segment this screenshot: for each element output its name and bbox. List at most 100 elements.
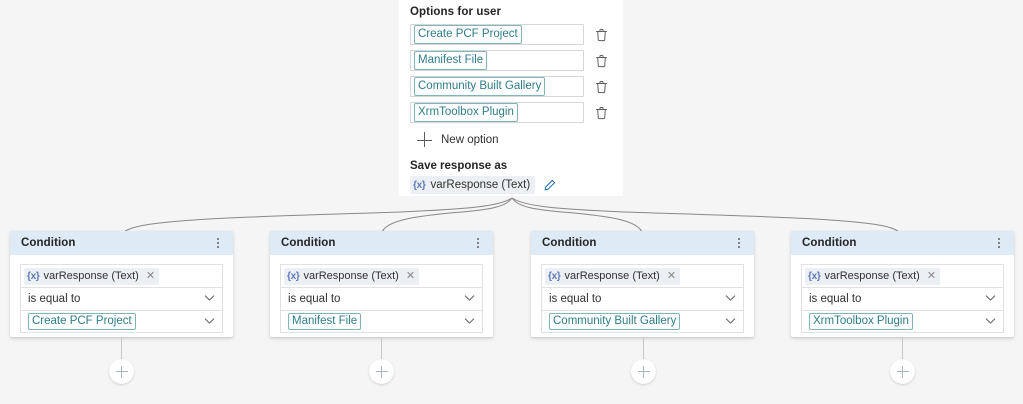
option-token: Community Built Gallery (414, 77, 546, 96)
condition-operand-field[interactable]: {x} varResponse (Text) ✕ (801, 264, 1004, 287)
trash-icon[interactable] (591, 50, 612, 71)
option-input[interactable]: Create PCF Project (410, 24, 584, 45)
operand-label: varResponse (Text) (303, 270, 399, 282)
add-step-button[interactable] (631, 359, 656, 384)
value-token: Create PCF Project (28, 313, 136, 330)
close-icon[interactable]: ✕ (145, 269, 156, 282)
more-vertical-icon[interactable] (992, 234, 1006, 252)
condition-value-select[interactable]: Create PCF Project (20, 310, 223, 333)
chevron-down-icon (204, 291, 215, 305)
chevron-down-icon (204, 313, 215, 327)
more-vertical-icon[interactable] (732, 234, 746, 252)
condition-title: Condition (542, 237, 597, 249)
operator-label: is equal to (288, 293, 341, 305)
variable-x-icon: {x} (27, 270, 40, 282)
condition-body: {x} varResponse (Text) ✕ is equal to Com… (531, 255, 754, 333)
condition-value-select[interactable]: Community Built Gallery (541, 310, 744, 333)
plus-icon (631, 359, 656, 384)
variable-x-icon: {x} (808, 270, 821, 282)
operand-label: varResponse (Text) (43, 270, 139, 282)
more-vertical-icon[interactable] (471, 234, 485, 252)
add-step-button[interactable] (109, 359, 134, 384)
condition-header: Condition (531, 231, 754, 255)
add-step-button[interactable] (369, 359, 394, 384)
condition-card[interactable]: Condition {x} varResponse (Text) ✕ is eq… (791, 231, 1014, 337)
trash-icon[interactable] (591, 24, 612, 45)
condition-title: Condition (802, 237, 857, 249)
condition-body: {x} varResponse (Text) ✕ is equal to Cre… (10, 255, 233, 333)
condition-value-select[interactable]: XrmToolbox Plugin (801, 310, 1004, 333)
operand-label: varResponse (Text) (564, 270, 660, 282)
option-token: Create PCF Project (414, 25, 522, 44)
chevron-down-icon (725, 313, 736, 327)
operator-label: is equal to (549, 293, 602, 305)
trash-icon[interactable] (591, 76, 612, 97)
panel-title: Options for user (410, 6, 502, 18)
condition-operand-field[interactable]: {x} varResponse (Text) ✕ (280, 264, 483, 287)
save-response-row: {x} varResponse (Text) (410, 176, 612, 194)
connector-stem (902, 337, 903, 359)
chevron-down-icon (985, 313, 996, 327)
variable-name: varResponse (Text) (430, 179, 531, 191)
option-token: Manifest File (414, 51, 488, 70)
plus-icon (890, 359, 915, 384)
condition-body: {x} varResponse (Text) ✕ is equal to Man… (270, 255, 493, 333)
plus-icon (109, 359, 134, 384)
condition-body: {x} varResponse (Text) ✕ is equal to Xrm… (791, 255, 1014, 333)
condition-header: Condition (10, 231, 233, 255)
value-token: Manifest File (288, 313, 362, 330)
chevron-down-icon (464, 291, 475, 305)
condition-header: Condition (270, 231, 493, 255)
plus-icon (369, 359, 394, 384)
connector-stem (381, 337, 382, 359)
condition-card[interactable]: Condition {x} varResponse (Text) ✕ is eq… (531, 231, 754, 337)
operand-chip: {x} varResponse (Text) ✕ (805, 267, 941, 285)
variable-x-icon: {x} (287, 270, 300, 282)
more-vertical-icon[interactable] (211, 234, 225, 252)
condition-operand-field[interactable]: {x} varResponse (Text) ✕ (20, 264, 223, 287)
condition-operator-select[interactable]: is equal to (20, 287, 223, 310)
condition-value-select[interactable]: Manifest File (280, 310, 483, 333)
close-icon[interactable]: ✕ (405, 269, 416, 282)
option-token: XrmToolbox Plugin (414, 103, 518, 122)
condition-operator-select[interactable]: is equal to (280, 287, 483, 310)
chevron-down-icon (725, 291, 736, 305)
connector-stem (643, 337, 644, 359)
variable-chip[interactable]: {x} varResponse (Text) (410, 176, 536, 194)
value-token: XrmToolbox Plugin (809, 313, 913, 330)
condition-card[interactable]: Condition {x} varResponse (Text) ✕ is eq… (270, 231, 493, 337)
connector-stem (121, 337, 122, 359)
option-row: Manifest File (410, 50, 612, 71)
new-option-label: New option (441, 134, 499, 146)
operand-chip: {x} varResponse (Text) ✕ (24, 267, 160, 285)
operand-chip: {x} varResponse (Text) ✕ (545, 267, 681, 285)
condition-operator-select[interactable]: is equal to (801, 287, 1004, 310)
close-icon[interactable]: ✕ (926, 269, 937, 282)
condition-card[interactable]: Condition {x} varResponse (Text) ✕ is eq… (10, 231, 233, 337)
option-input[interactable]: Community Built Gallery (410, 76, 584, 97)
new-option-button[interactable]: New option (417, 128, 612, 152)
condition-operator-select[interactable]: is equal to (541, 287, 744, 310)
pencil-icon[interactable] (541, 176, 559, 194)
option-row: Create PCF Project (410, 24, 612, 45)
option-row: XrmToolbox Plugin (410, 102, 612, 123)
plus-icon (417, 132, 433, 148)
option-row: Community Built Gallery (410, 76, 612, 97)
operator-label: is equal to (809, 293, 862, 305)
operator-label: is equal to (28, 293, 81, 305)
options-panel: Options for user Create PCF Project Mani… (399, 0, 623, 196)
operand-chip: {x} varResponse (Text) ✕ (284, 267, 420, 285)
variable-x-icon: {x} (413, 179, 426, 191)
add-step-button[interactable] (890, 359, 915, 384)
value-token: Community Built Gallery (549, 313, 681, 330)
condition-title: Condition (281, 237, 336, 249)
condition-operand-field[interactable]: {x} varResponse (Text) ✕ (541, 264, 744, 287)
option-input[interactable]: XrmToolbox Plugin (410, 102, 584, 123)
trash-icon[interactable] (591, 102, 612, 123)
close-icon[interactable]: ✕ (666, 269, 677, 282)
condition-header: Condition (791, 231, 1014, 255)
option-input[interactable]: Manifest File (410, 50, 584, 71)
save-response-label: Save response as (410, 160, 508, 172)
chevron-down-icon (985, 291, 996, 305)
